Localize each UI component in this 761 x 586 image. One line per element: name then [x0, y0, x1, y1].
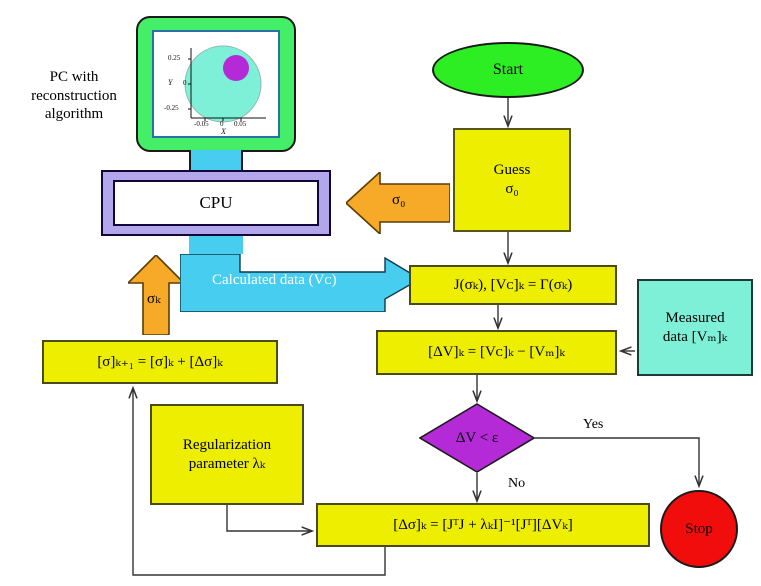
plot-y-tick-1: 0: [183, 79, 187, 87]
node-jacobian-label: J(σₖ), [Vᴄ]ₖ = Γ(σₖ): [453, 276, 573, 293]
edge-label-yes: Yes: [583, 417, 604, 432]
edge-deltasigma-to-update: [133, 388, 386, 576]
plot-domain-circle: [184, 45, 262, 123]
node-start-label: Start: [492, 61, 524, 78]
node-measured-line2: data [Vₘ]ₖ: [662, 328, 728, 345]
plot-x-tick-2: 0.05: [234, 120, 247, 128]
node-regularization-line1: Regularization: [182, 436, 272, 453]
node-start[interactable]: Start: [432, 42, 584, 98]
node-decision-label: ΔV < ε: [455, 429, 499, 446]
node-guess-line1: Guess: [493, 162, 531, 179]
decision-diamond-shape: [419, 403, 535, 473]
plot-y-tick-0: 0.25: [168, 54, 181, 62]
plot-inclusion-circle: [223, 55, 249, 81]
edge-label-no: No: [508, 476, 526, 491]
plot-x-tick-1: 0: [220, 120, 224, 128]
sigma0-block-arrow: [346, 172, 450, 234]
node-decision[interactable]: ΔV < ε: [419, 403, 535, 473]
reconstruction-plot: 0.25 0 -0.25 -0.05 0 0.05 Y X: [152, 30, 280, 138]
node-stop[interactable]: Stop: [660, 490, 738, 568]
node-regularization-line2: parameter λₖ: [188, 455, 266, 472]
edge-decision-yes-to-stop: [535, 437, 699, 486]
reconstruction-plot-svg: [184, 45, 266, 123]
node-regularization[interactable]: Regularization parameter λₖ: [150, 404, 304, 505]
sigmak-arrow-label: σₖ: [147, 291, 161, 307]
cpu-label-box: CPU: [113, 180, 319, 226]
node-jacobian[interactable]: J(σₖ), [Vᴄ]ₖ = Γ(σₖ): [409, 265, 617, 305]
cpu-foot: [189, 236, 243, 254]
sigmak-block-arrow: [128, 255, 184, 335]
plot-y-axis-label: Y: [168, 78, 173, 87]
monitor-neck: [189, 150, 243, 172]
node-delta-sigma-label: [Δσ]ₖ = [JᵀJ + λₖI]⁻¹[Jᵀ][ΔVₖ]: [393, 516, 573, 533]
node-delta-sigma[interactable]: [Δσ]ₖ = [JᵀJ + λₖI]⁻¹[Jᵀ][ΔVₖ]: [316, 503, 650, 547]
pc-caption: PC with reconstruction algorithm: [14, 60, 134, 132]
node-delta-v-label: [ΔV]ₖ = [Vᴄ]ₖ − [Vₘ]ₖ: [428, 344, 565, 361]
plot-y-tick-2: -0.25: [164, 104, 179, 112]
node-guess-line2: σ₀: [505, 181, 519, 197]
pc-caption-line1: PC with: [49, 68, 99, 85]
sigma0-arrow-label: σ₀: [392, 192, 406, 208]
calculated-data-block-arrow: [180, 254, 420, 312]
pc-caption-line3: algorithm: [44, 106, 104, 123]
pc-caption-line2: reconstruction: [31, 87, 117, 104]
node-sigma-update-label: [σ]ₖ₊₁ = [σ]ₖ + [Δσ]ₖ: [97, 353, 223, 370]
plot-x-axis-label: X: [221, 127, 226, 136]
calculated-data-arrow-label: Calculated data (Vᴄ): [212, 272, 337, 288]
node-delta-v[interactable]: [ΔV]ₖ = [Vᴄ]ₖ − [Vₘ]ₖ: [376, 330, 617, 375]
edge-regularization-to-deltasigma: [226, 505, 312, 531]
node-stop-label: Stop: [685, 520, 713, 537]
node-measured-data[interactable]: Measured data [Vₘ]ₖ: [637, 279, 753, 376]
node-guess[interactable]: Guess σ₀: [453, 128, 571, 232]
node-measured-line1: Measured: [665, 309, 725, 326]
node-sigma-update[interactable]: [σ]ₖ₊₁ = [σ]ₖ + [Δσ]ₖ: [42, 340, 278, 384]
cpu-label: CPU: [199, 193, 233, 212]
plot-x-tick-0: -0.05: [194, 120, 209, 128]
